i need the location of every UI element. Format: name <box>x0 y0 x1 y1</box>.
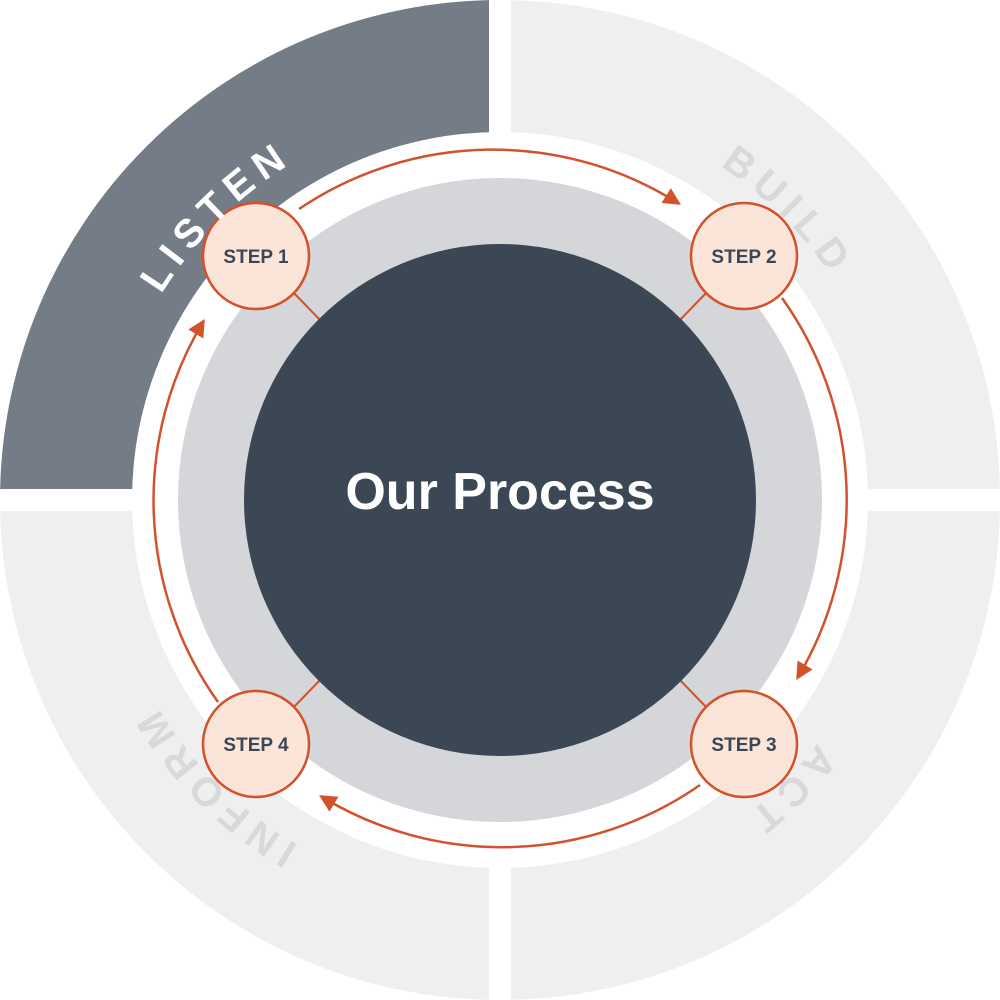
step-2-label: STEP 2 <box>711 247 776 268</box>
step-node-1: STEP 1 <box>201 201 311 311</box>
arrow-step4-to-step1 <box>152 318 220 703</box>
core-circle <box>244 244 756 756</box>
step-node-3: STEP 3 <box>689 689 799 799</box>
center-title: Our Process <box>345 463 654 521</box>
step-node-2: STEP 2 <box>689 201 799 311</box>
step-3-label: STEP 3 <box>711 735 776 756</box>
step-4-label: STEP 4 <box>223 735 289 756</box>
arrow-step1-to-step2 <box>298 148 681 211</box>
arrow-step2-to-step3 <box>780 297 848 681</box>
arrow-step3-to-step4 <box>319 783 701 849</box>
step-node-4: STEP 4 <box>201 689 311 799</box>
step-1-label: STEP 1 <box>223 247 289 268</box>
